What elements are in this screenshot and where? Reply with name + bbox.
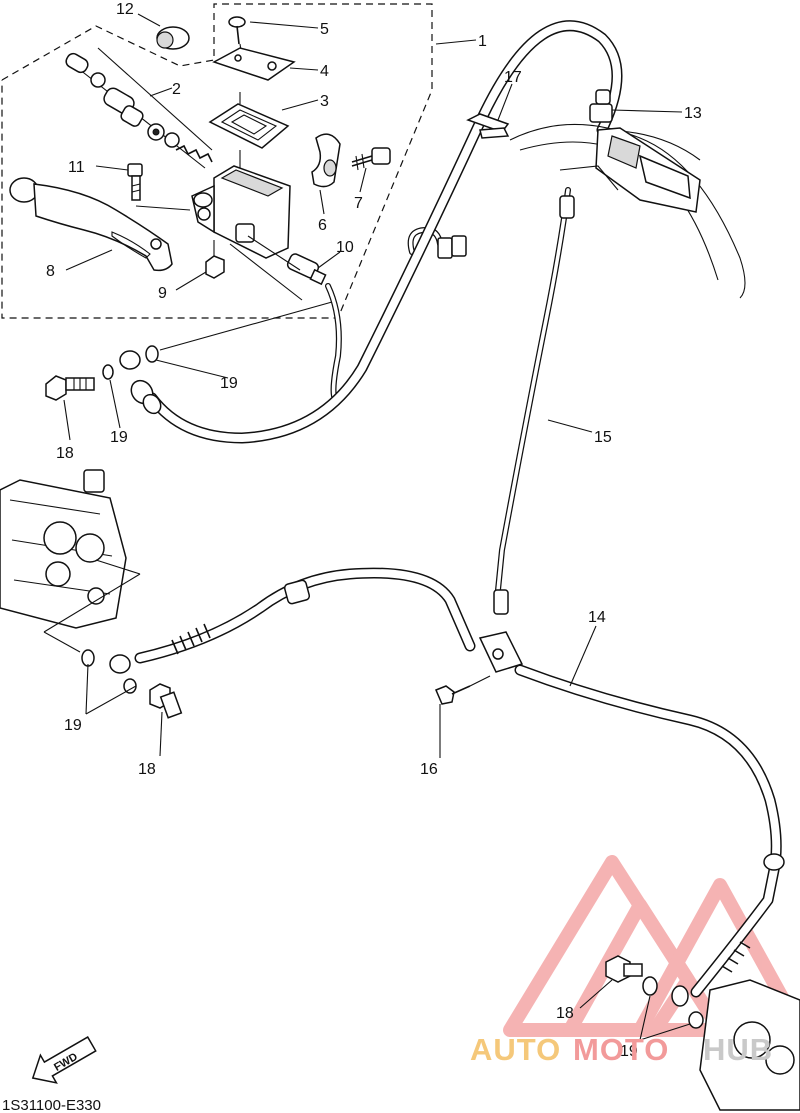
callout-2: 2: [172, 81, 181, 98]
callout-16: 16: [420, 761, 438, 778]
brake-hose-1: [102, 20, 623, 444]
leader-lines: [63, 13, 691, 1041]
watermark-text-auto: AUTO: [470, 1032, 561, 1067]
piston-kit-part-2: [65, 47, 213, 169]
callout-3: 3: [320, 93, 329, 110]
callout-4: 4: [320, 63, 329, 80]
callout-6: 6: [318, 217, 327, 234]
callout-18-c: 18: [556, 1005, 574, 1022]
fwd-label: FWD: [52, 1051, 80, 1074]
callout-13: 13: [684, 105, 702, 122]
nut-part-9: [205, 240, 225, 279]
callout-15: 15: [594, 429, 612, 446]
master-cylinder-group-outline: [1, 3, 433, 319]
callout-5: 5: [320, 21, 329, 38]
callout-19-d: 19: [620, 1043, 638, 1060]
union-bolt-part-18-upper: [45, 375, 95, 401]
watermark-text-hub: HUB: [703, 1032, 773, 1067]
handlebar-bracket-area: [466, 89, 746, 299]
callout-11: 11: [68, 159, 85, 176]
forward-direction-arrow: FWD: [31, 1036, 97, 1084]
callout-7: 7: [354, 195, 363, 212]
callout-10: 10: [336, 239, 354, 256]
callout-19-c: 19: [64, 717, 82, 734]
brake-hose-lower-left: [81, 567, 476, 694]
callout-9: 9: [158, 285, 167, 302]
callout-19-a: 19: [220, 375, 238, 392]
callout-labels: 12 2 3 4 5 1 6 7 11 8 9 10 17 13 15 14 1…: [46, 1, 702, 1060]
front-caliper-left: [0, 469, 141, 653]
diagram-code: 1S31100-E330: [2, 1097, 101, 1113]
callout-19-b: 19: [110, 429, 128, 446]
watermark-text-moto: MOTO: [573, 1032, 669, 1067]
holder-part-6: [311, 133, 341, 188]
reservoir-cap-part-4: [212, 47, 296, 81]
callout-8: 8: [46, 263, 55, 280]
watermark-text: AUTO MOTO HUB: [470, 1032, 773, 1067]
brake-hose-15: [493, 187, 575, 615]
callout-1: 1: [478, 33, 487, 50]
pivot-bolt-part-11: [127, 163, 191, 211]
brake-hose-14: [514, 664, 785, 1007]
master-cylinder-body: [191, 150, 291, 259]
callout-14: 14: [588, 609, 606, 626]
brake-lever-part-8: [9, 177, 173, 272]
callout-17: 17: [504, 69, 522, 86]
three-way-joint: [435, 631, 524, 705]
callout-12: 12: [116, 1, 134, 18]
union-bolt-part-18-lower-left: [149, 683, 183, 719]
brake-switch-part-10: [247, 226, 467, 399]
boot-part-12: [156, 26, 190, 50]
callout-18-a: 18: [56, 445, 74, 462]
diaphragm-part-3: [208, 92, 290, 149]
callout-18-b: 18: [138, 761, 156, 778]
bolt-part-7: [351, 147, 391, 171]
front-caliper-right: [605, 955, 800, 1111]
